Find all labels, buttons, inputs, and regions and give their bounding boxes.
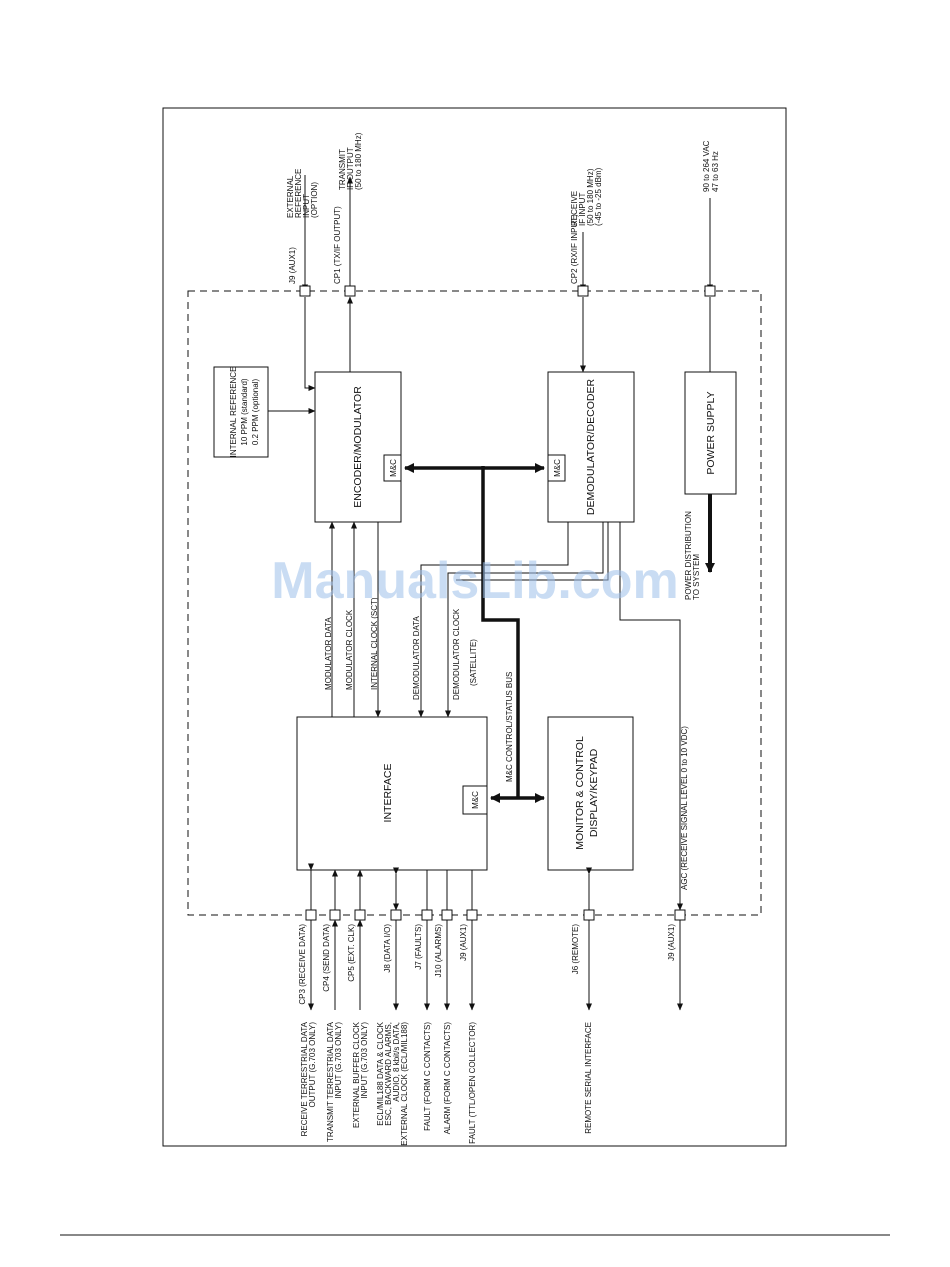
cp5-port-label: CP5 (EXT. CLK) (347, 924, 356, 982)
cp2-port-label: CP2 (RX/IF INPUT) (570, 214, 579, 284)
cp3-desc-2: OUTPUT (G.703 ONLY) (308, 1022, 317, 1108)
internal-ref-line-3: 0.2 PPM (optional) (251, 379, 260, 446)
port-j9-agc (674, 909, 686, 921)
cp5-desc-2: INPUT (G.703 ONLY) (360, 1022, 369, 1099)
internal-reference-box (213, 366, 269, 458)
port-j10 (441, 909, 453, 921)
mc-bus-trunk (481, 466, 520, 798)
cp4-port-label: CP4 (SEND DATA) (322, 924, 331, 992)
port-j7 (421, 909, 433, 921)
port-cp3 (305, 909, 317, 921)
power-input-line-1: 90 to 264 VAC (702, 140, 711, 192)
demodulator-clock-label: DEMODULATOR CLOCK (452, 608, 461, 700)
interface-block (296, 716, 488, 871)
power-dist-line-2: TO SYSTEM (692, 554, 701, 600)
j8-desc-3: AUDIO, 8 kbit/s DATA, (392, 1022, 401, 1102)
j8-desc-2: ESC, BACKWARD ALARMS, (384, 1022, 393, 1126)
j8-desc-4: EXTERNAL CLOCK (ECL/MIL188) (400, 1022, 409, 1146)
port-power (704, 285, 716, 297)
port-j8 (390, 909, 402, 921)
j9-top-port-label: J9 (AUX1) (288, 247, 297, 284)
cp3-desc-1: RECEIVE TERRESTRIAL DATA (300, 1021, 309, 1136)
agc-label: AGC (RECEIVE SIGNAL LEVEL 0 to 10 VDC) (680, 726, 689, 890)
transmit-line-1: TRANSMIT (338, 149, 347, 190)
interface-label: INTERFACE (382, 764, 394, 823)
modulator-data-label: MODULATOR DATA (324, 617, 333, 690)
receive-line-2: IF INPUT (578, 193, 587, 226)
encoder-mc-label: M&C (389, 459, 398, 477)
cp3-port-label: CP3 (RECEIVE DATA) (298, 924, 307, 1005)
watermark: ManualsLib.com (271, 552, 678, 610)
unit-boundary (187, 290, 762, 916)
transmit-line-2: IF-OUTPUT (346, 147, 355, 190)
port-j9-top (299, 285, 311, 297)
ext-ref-line-2: REFERENCE (294, 169, 303, 218)
j9-bottom-desc: FAULT (TTL/OPEN COLLECTOR) (468, 1022, 477, 1144)
encoder-mc-box (383, 454, 402, 482)
demodulator-data-label: DEMODULATOR DATA (412, 615, 421, 700)
interface-mc-label: M&C (471, 791, 480, 809)
port-cp1 (344, 285, 356, 297)
cp1-port-label: CP1 (TX/IF OUTPUT) (333, 206, 342, 284)
agc-line (619, 522, 683, 911)
mc-bus-label: M&C CONTROL/STATUS BUS (505, 672, 514, 782)
j8-port-label: J8 (DATA I/O) (383, 924, 392, 973)
satellite-label: (SATELLITE) (469, 639, 478, 686)
monitor-label-2: DISPLAY/KEYPAD (588, 748, 600, 837)
j6-port-label: J6 (REMOTE) (571, 924, 580, 975)
page-frame (162, 107, 787, 1147)
internal-ref-line-2: 10 PPM (standard) (240, 378, 249, 445)
power-dist-line-1: POWER DISTRIBUTION (684, 511, 693, 600)
interface-mc-box (462, 785, 488, 815)
j6-desc: REMOTE SERIAL INTERFACE (584, 1022, 593, 1134)
encoder-modulator-block (314, 371, 402, 523)
modulator-clock-label: MODULATOR CLOCK (345, 609, 354, 690)
demodulator-decoder-block (547, 371, 635, 523)
port-j6 (583, 909, 595, 921)
cp4-desc-2: INPUT (G.703 ONLY) (334, 1022, 343, 1099)
power-input-line-2: 47 to 63 Hz (711, 151, 720, 192)
demodulator-label: DEMODULATOR/DECODER (585, 379, 597, 516)
j10-port-label: J10 (ALARMS) (434, 924, 443, 978)
j7-port-label: J7 (FAULTS) (414, 924, 423, 970)
demodulator-mc-box (547, 454, 566, 482)
receive-line-3: (50 to 180 MHz) (586, 168, 595, 226)
demodulator-mc-label: M&C (553, 459, 562, 477)
monitor-label-1: MONITOR & CONTROL (574, 736, 586, 850)
j7-desc: FAULT (FORM C CONTACTS) (423, 1022, 432, 1131)
j8-desc-1: ECL/MIL188 DATA & CLOCK (376, 1021, 385, 1125)
ext-ref-line-4: (OPTION) (310, 182, 319, 218)
encoder-label: ENCODER/MODULATOR (352, 386, 364, 508)
receive-line-4: (-45 to -25 dBm) (594, 167, 603, 226)
transmit-line-3: (50 to 180 MHz) (354, 132, 363, 190)
port-cp5 (354, 909, 366, 921)
cp4-desc-1: TRANSMIT TERRESTRIAL DATA (326, 1021, 335, 1142)
j9-agc-port-label: J9 (AUX1) (667, 924, 676, 961)
ext-ref-line-1: EXTERNAL (286, 175, 295, 218)
satellite-line (456, 522, 609, 581)
power-supply-label: POWER SUPPLY (705, 391, 717, 474)
receive-line-1: RECEIVE (570, 191, 579, 226)
internal-clock-label: INTERNAL CLOCK (SCT) (370, 597, 379, 690)
port-j9-bottom (466, 909, 478, 921)
cp5-desc-1: EXTERNAL BUFFER CLOCK (352, 1021, 361, 1128)
internal-ref-line-1: INTERNAL REFERENCE (229, 367, 238, 458)
demodulator-clock-line (445, 522, 604, 718)
ext-ref-line-3: INPUT (302, 194, 311, 218)
j9-bottom-port-label: J9 (AUX1) (459, 924, 468, 961)
j10-desc: ALARM (FORM C CONTACTS) (443, 1022, 452, 1135)
demodulator-data-line (418, 522, 569, 718)
port-cp4 (329, 909, 341, 921)
port-cp2 (577, 285, 589, 297)
